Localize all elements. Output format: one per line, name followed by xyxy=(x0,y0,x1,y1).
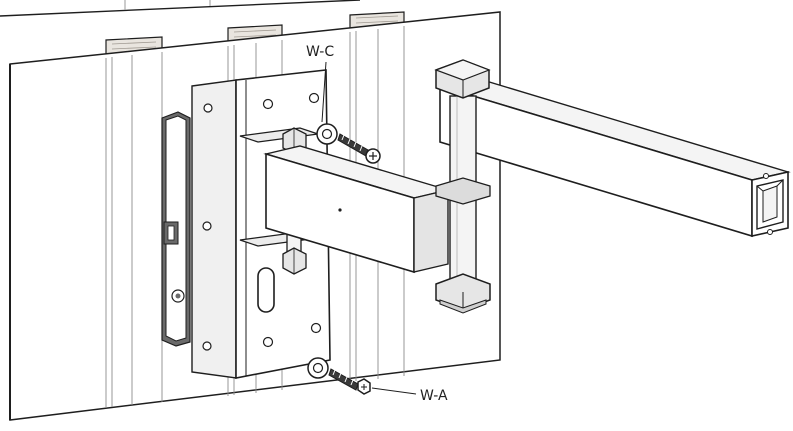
callout-w-c: W-C xyxy=(306,44,334,123)
label-w-a: W-A xyxy=(420,388,448,404)
bracket-hole xyxy=(310,322,322,334)
bracket-hole xyxy=(262,98,274,110)
bracket-hole xyxy=(203,103,213,113)
bottom-lag-screw xyxy=(307,357,371,395)
hex-nut xyxy=(282,247,307,275)
top-lag-screw xyxy=(316,123,381,164)
callout-w-a: W-A xyxy=(371,387,448,404)
bracket-hole xyxy=(262,336,274,348)
spacer-washer xyxy=(435,177,491,205)
bracket-slot xyxy=(257,267,275,313)
arm-pivot-bolt xyxy=(434,59,491,314)
bracket-hole xyxy=(202,221,212,231)
label-w-c: W-C xyxy=(306,44,334,60)
long-arm xyxy=(437,77,791,238)
upper-wall-panel xyxy=(0,0,361,18)
bracket-hole xyxy=(202,341,212,351)
bracket-hole xyxy=(308,92,320,104)
short-arm xyxy=(263,145,451,274)
spirit-level xyxy=(161,111,191,347)
